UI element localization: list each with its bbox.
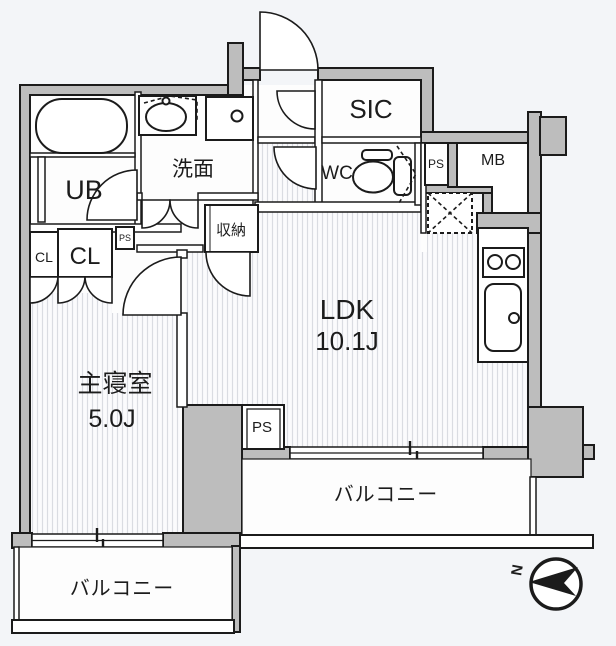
burner xyxy=(487,254,503,270)
bedroom-window xyxy=(31,528,164,553)
refrigerator-space xyxy=(427,192,473,234)
label-pipe-space-south: PS xyxy=(252,419,272,436)
label-ldk: LDK xyxy=(320,294,375,325)
vanity-sink xyxy=(138,95,198,136)
label-ldk-size: 10.1J xyxy=(315,326,379,356)
storage-boxes xyxy=(29,142,529,450)
room-labels: UB 洗面 SIC WC 収納 CL CL PS PS PS MB LDK 10… xyxy=(35,94,505,600)
compass: N xyxy=(508,557,583,611)
washroom-door-right xyxy=(169,199,199,229)
balcony-west-structure xyxy=(11,546,235,634)
kitchen-sink xyxy=(484,283,522,352)
label-closet-small: CL xyxy=(35,249,53,265)
compass-north-arrow xyxy=(529,567,578,596)
unit-bath-door xyxy=(86,169,138,221)
label-washroom: 洗面 xyxy=(172,158,214,181)
bedroom-door xyxy=(122,256,182,316)
balcony-divider xyxy=(529,476,537,536)
label-bedroom: 主寝室 xyxy=(77,370,152,398)
label-pipe-space-east: PS xyxy=(428,157,444,171)
entrance-door xyxy=(259,11,319,71)
faucet xyxy=(508,312,520,324)
pipe-space-east-box xyxy=(424,142,449,186)
label-shoe-closet: SIC xyxy=(349,94,392,124)
toilet xyxy=(352,145,417,204)
pipe-space-hall-box xyxy=(115,226,135,250)
ldk-floor-northeast xyxy=(427,233,478,252)
entry-hall-door xyxy=(276,90,316,130)
label-balcony-west: バルコニー xyxy=(70,578,175,600)
closet-large-door-right xyxy=(84,276,113,304)
label-storage: 収納 xyxy=(216,222,246,239)
washing-machine-space xyxy=(205,96,254,141)
ldk-floor-north xyxy=(258,212,421,252)
ldk-floor-kitchen-south xyxy=(478,362,528,447)
label-toilet: WC xyxy=(321,163,353,184)
storage-door xyxy=(205,251,251,297)
balcony-west-railing xyxy=(11,619,235,634)
hall-ldk-door xyxy=(273,146,317,190)
toilet-door-dashed xyxy=(396,145,417,204)
compass-north-label: N xyxy=(508,563,527,577)
meter-box xyxy=(456,142,529,214)
label-pipe-space-hall: PS xyxy=(119,233,131,243)
burner xyxy=(505,254,521,270)
label-meter-box: MB xyxy=(481,152,505,169)
balcony-south-railing xyxy=(239,534,594,549)
closet-small xyxy=(29,231,59,278)
label-unit-bath: UB xyxy=(65,175,103,205)
bathtub xyxy=(35,98,128,154)
label-balcony-south: バルコニー xyxy=(334,484,439,506)
label-bedroom-size: 5.0J xyxy=(88,405,135,433)
bedroom-floor xyxy=(30,293,180,535)
closet-large xyxy=(57,228,113,278)
kitchen xyxy=(477,227,529,363)
label-closet-large: CL xyxy=(70,243,101,270)
exterior-walls xyxy=(11,42,595,633)
pipe-space-south-box xyxy=(241,404,285,450)
storage-closet xyxy=(204,204,259,253)
balcony-south-structure xyxy=(239,458,594,549)
doors xyxy=(29,11,319,316)
